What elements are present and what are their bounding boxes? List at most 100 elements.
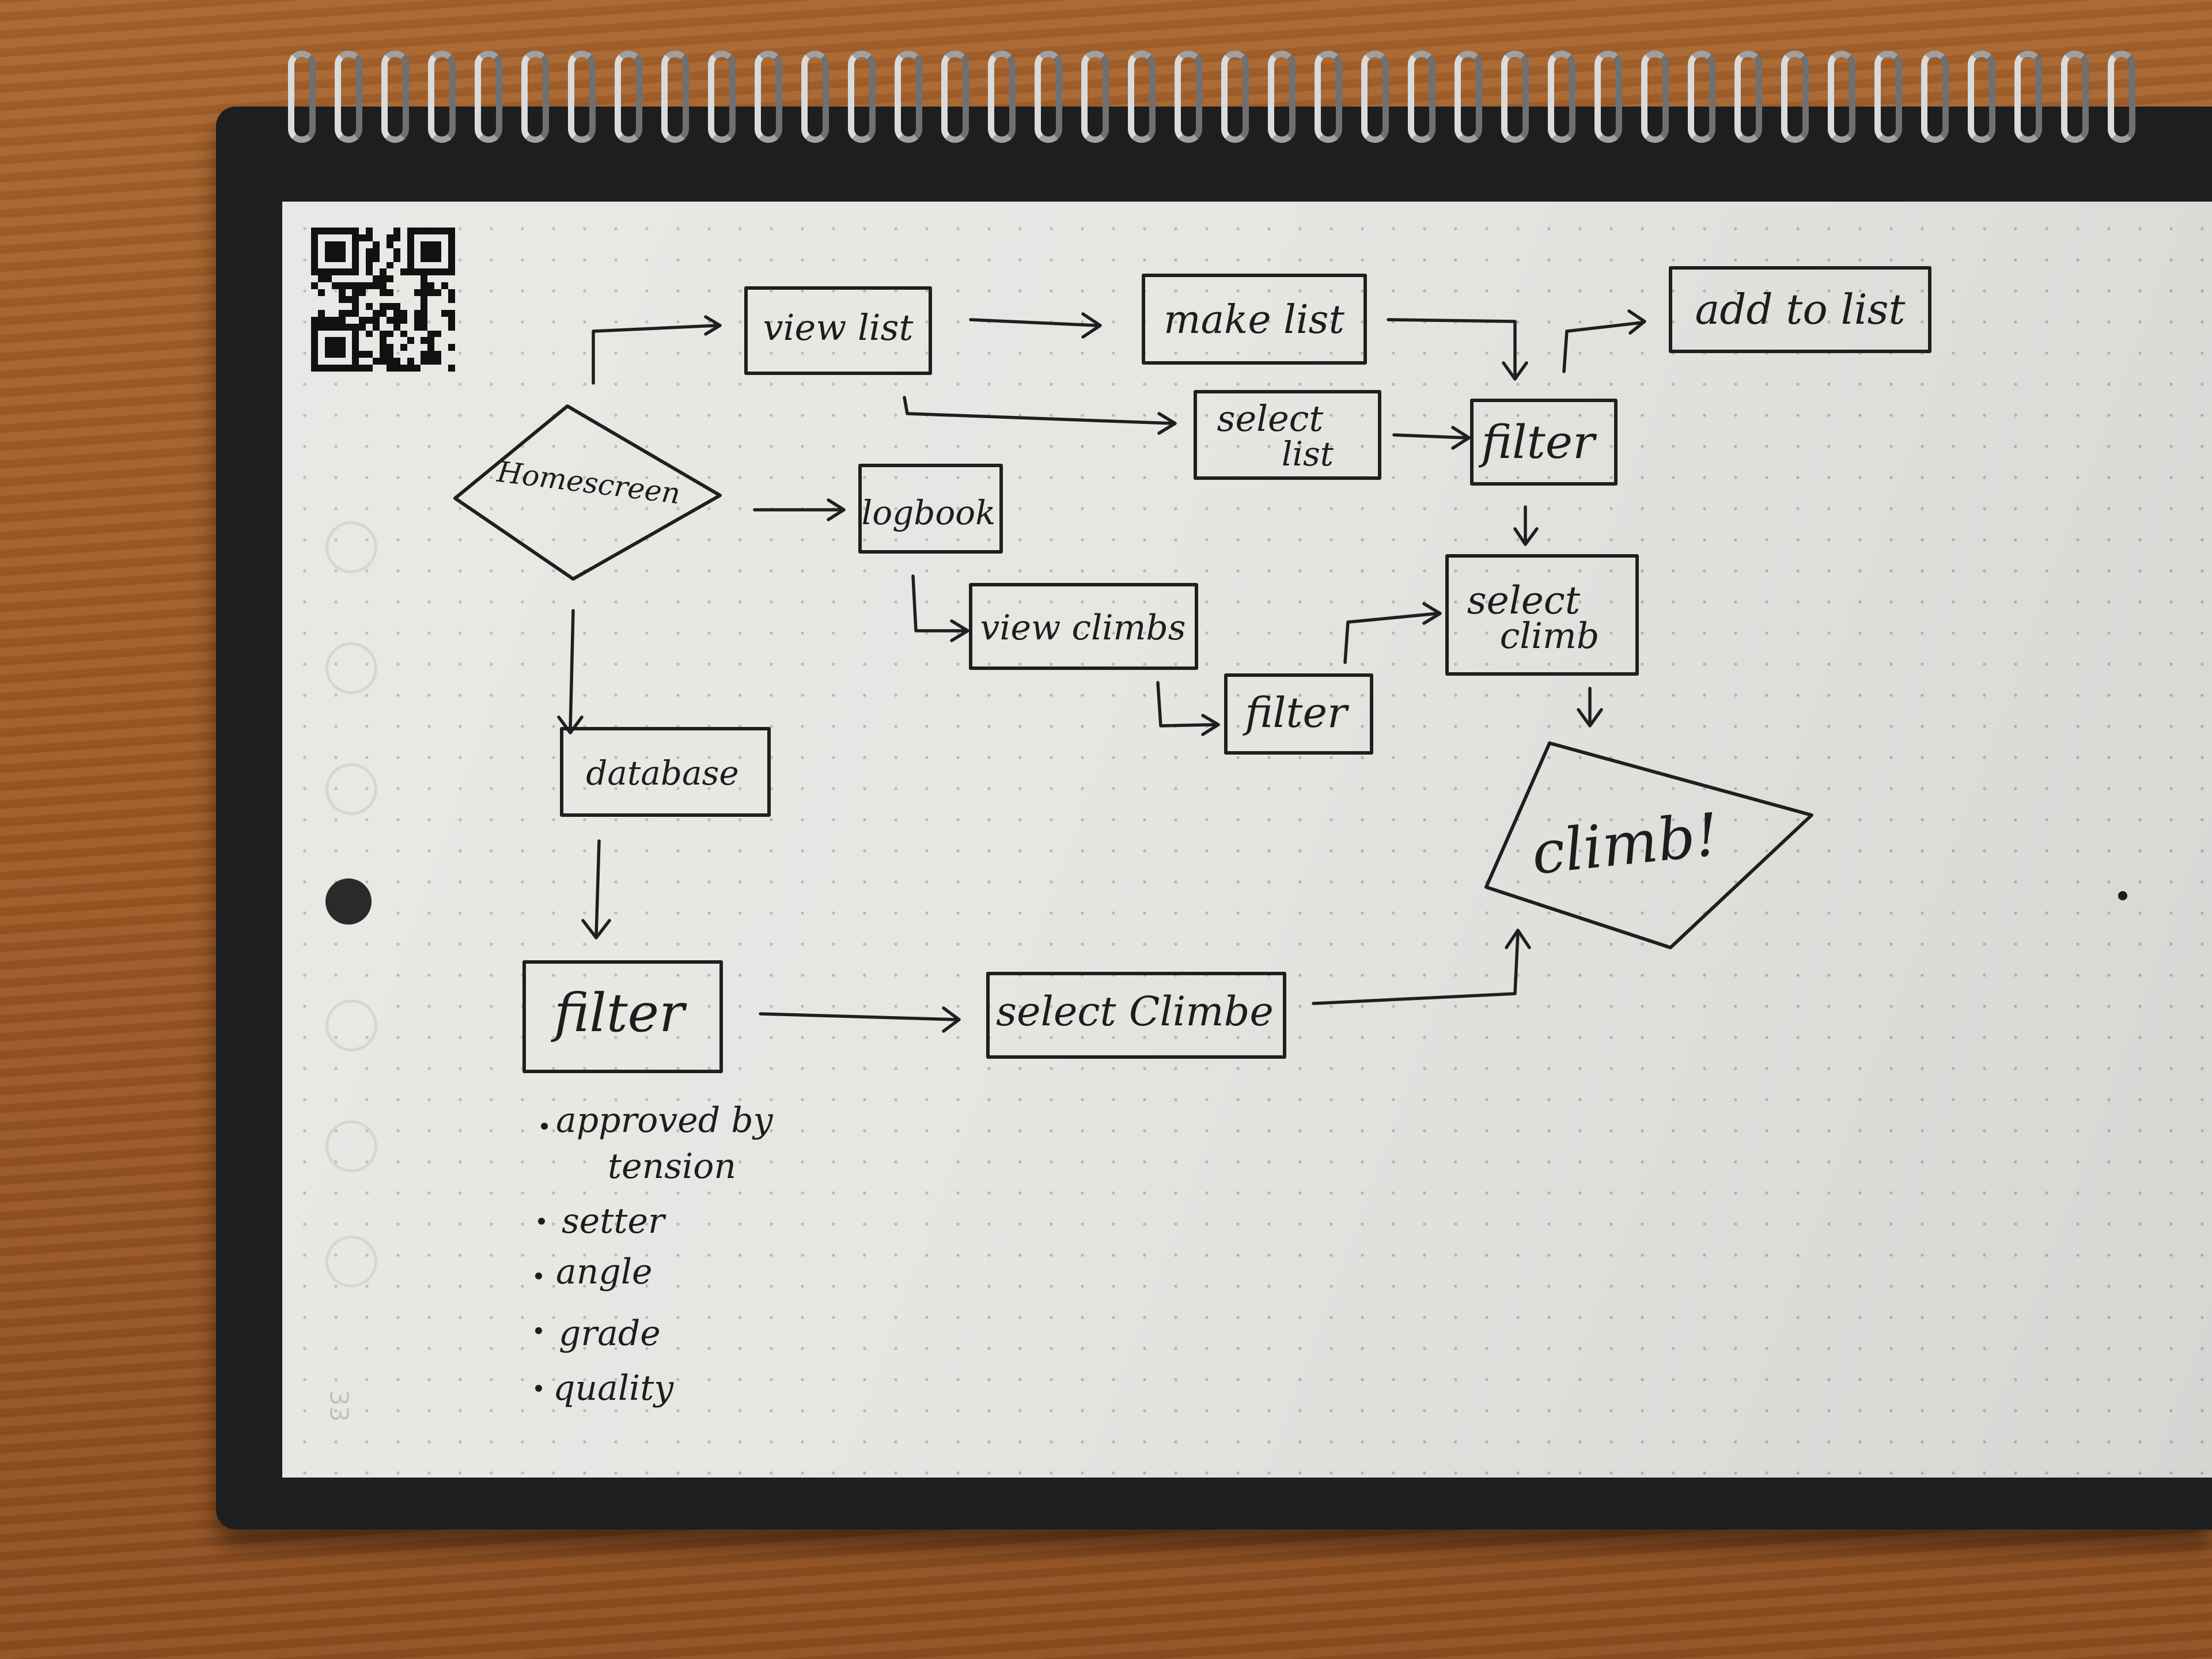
spiral-ring [1548, 51, 1575, 143]
connector-arrows [557, 309, 1646, 1033]
view-climbs-label: view climbs [980, 608, 1185, 648]
spiral-ring [755, 51, 782, 143]
spiral-ring [848, 51, 876, 143]
spiral-ring [661, 51, 689, 143]
qr-code [311, 228, 455, 372]
filter-mid-label: filter [1242, 688, 1349, 737]
logbook-node: logbook [858, 464, 1003, 554]
criteria-item: grade [559, 1313, 661, 1354]
logbook-label: logbook [862, 493, 996, 532]
arrow-filter-to-selectclimb [1513, 505, 1539, 546]
spiral-ring [895, 51, 922, 143]
spiral-ring [1781, 51, 1809, 143]
arrow-viewclimbs-to-filtermid [1156, 681, 1220, 736]
select-list-node: select list [1194, 390, 1381, 480]
spiral-ring [615, 51, 642, 143]
spiral-ring [381, 51, 409, 143]
mail-icon [325, 521, 377, 573]
arrow-selectclimbe-to-climb [1312, 929, 1531, 1005]
spiral-ring [1501, 51, 1529, 143]
filter-criteria-list: approved by tension setter angle grade q… [535, 1100, 774, 1408]
spiral-ring [1035, 51, 1062, 143]
spiral-ring [1361, 51, 1389, 143]
spiral-ring [1734, 51, 1762, 143]
select-climb-label-2: climb [1500, 615, 1600, 657]
database-node: database [560, 727, 771, 817]
criteria-item: quality [553, 1368, 674, 1408]
spiral-ring [708, 51, 736, 143]
dotted-page [282, 202, 2212, 1478]
spiral-ring [428, 51, 456, 143]
arrow-filtermid-to-selectclimb [1343, 602, 1442, 664]
filter-top-label: filter [1479, 415, 1597, 469]
bookmark-icon [325, 1236, 377, 1287]
arrow-filterbottom-to-selectclimbe [759, 1006, 961, 1033]
spiral-ring [1408, 51, 1435, 143]
spiral-ring [1968, 51, 1995, 143]
arrow-logbook-to-viewclimbs [911, 574, 969, 642]
database-label: database [586, 753, 738, 793]
spiral-ring [801, 51, 829, 143]
select-climb-node: select climb [1445, 554, 1639, 676]
spiral-ring [1455, 51, 1482, 143]
view-list-label: view list [763, 306, 914, 349]
spiral-ring [2061, 51, 2089, 143]
ink-dot [2118, 891, 2127, 900]
climb-label: climb! [1528, 801, 1722, 888]
spiral-ring [1221, 51, 1249, 143]
spiral-ring [1128, 51, 1156, 143]
arrow-selectclimb-to-climb [1577, 687, 1603, 728]
arrow-makelist-to-filter [1387, 318, 1528, 381]
spiral-ring [1688, 51, 1715, 143]
view-climbs-node: view climbs [969, 583, 1198, 670]
spiral-ring [1081, 51, 1109, 143]
filter-mid-node: filter [1224, 673, 1373, 755]
criteria-item: setter [562, 1201, 666, 1241]
criteria-item: tension [608, 1146, 736, 1187]
spiral-ring [1315, 51, 1342, 143]
arrow-database-to-filterbottom [581, 839, 611, 940]
select-climbe-label: select Climbe [996, 988, 1274, 1035]
climb-node: climb! [1484, 741, 1813, 949]
arrow-viewlist-to-selectlist [903, 396, 1177, 435]
spiral-ring [1874, 51, 1902, 143]
arrow-filter-to-addtolist [1562, 309, 1646, 373]
spiral-ring [335, 51, 362, 143]
spiral-ring [521, 51, 549, 143]
spiral-ring [288, 51, 316, 143]
spiral-ring [568, 51, 596, 143]
spiral-binding [276, 51, 2212, 154]
select-climbe-node: select Climbe [986, 972, 1286, 1059]
spiral-ring [1594, 51, 1622, 143]
spiral-ring [1828, 51, 1855, 143]
spiral-ring [988, 51, 1016, 143]
add-to-list-node: add to list [1669, 266, 1931, 353]
arrow-selectlist-to-filter [1392, 426, 1471, 450]
spiral-ring [1641, 51, 1669, 143]
select-list-label-2: list [1282, 434, 1334, 474]
cloud-icon [325, 642, 377, 694]
select-climb-label-1: select [1467, 578, 1581, 623]
arrow-viewlist-to-makelist [969, 312, 1102, 339]
spiral-ring [1921, 51, 1949, 143]
criteria-item: approved by [556, 1100, 774, 1141]
spiral-ring [941, 51, 969, 143]
arrow-homescreen-to-logbook [753, 498, 846, 521]
star-icon [325, 999, 377, 1051]
make-list-node: make list [1142, 274, 1367, 365]
ink-scribble-mark [325, 878, 372, 925]
spiral-ring [2108, 51, 2135, 143]
arrow-homescreen-to-viewlist [592, 315, 722, 385]
spiral-ring [1268, 51, 1296, 143]
share-icon [325, 763, 377, 815]
make-list-label: make list [1164, 297, 1344, 343]
homescreen-node: Homescreen [453, 404, 722, 581]
select-list-label-1: select [1217, 397, 1324, 440]
upload-icon [325, 1120, 377, 1172]
criteria-item: angle [556, 1252, 653, 1292]
filter-top-node: filter [1470, 399, 1618, 486]
homescreen-label: Homescreen [495, 455, 682, 511]
arrow-homescreen-to-database [557, 609, 584, 734]
filter-bottom-label: filter [551, 982, 687, 1044]
